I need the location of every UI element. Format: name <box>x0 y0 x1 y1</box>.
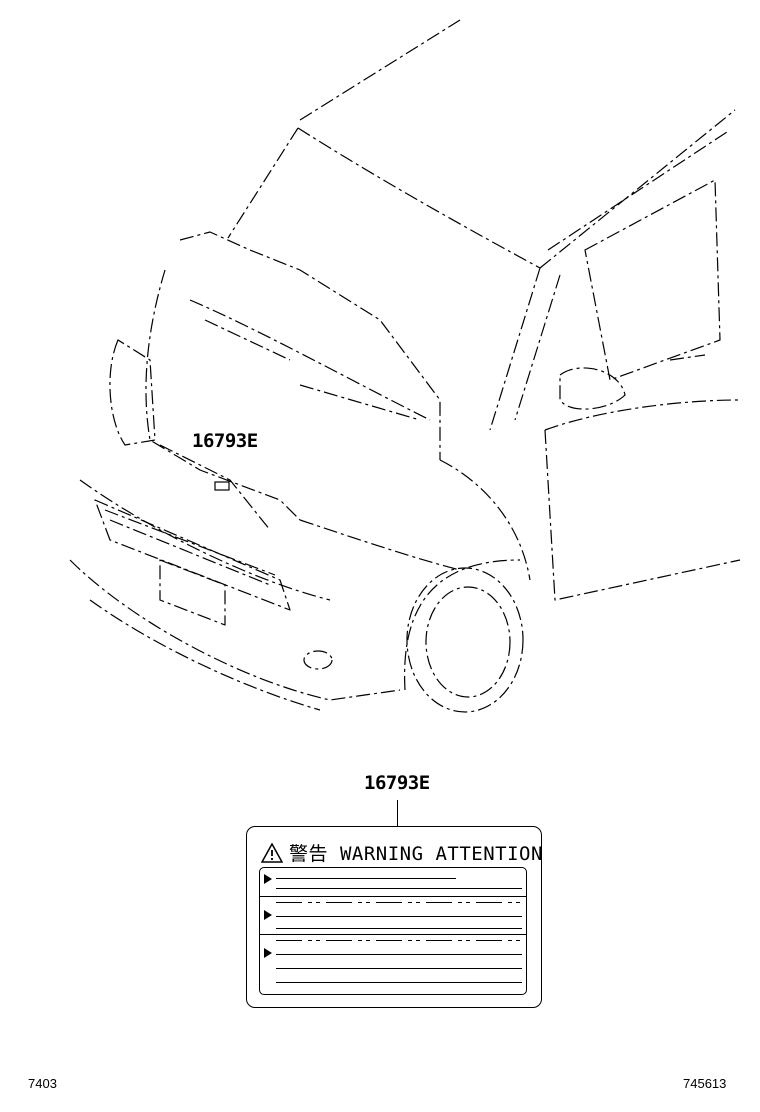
warning-label-illustration: 警告 WARNING ATTENTION <box>246 826 542 1008</box>
wiper-right <box>299 384 421 421</box>
label-heading-row: 警告 WARNING ATTENTION <box>261 839 543 866</box>
text-line <box>276 902 522 904</box>
warning-triangle-icon <box>261 842 283 863</box>
front-wheel <box>406 567 524 713</box>
hood-front-edge <box>145 269 301 521</box>
door-outline <box>544 429 741 601</box>
door-handle <box>669 354 706 361</box>
grille-mesh-2 <box>104 509 276 576</box>
wheel-arch <box>403 559 521 691</box>
text-line <box>276 888 522 890</box>
headlamp-left <box>109 339 156 446</box>
text-line <box>276 968 522 969</box>
windshield-left-pillar <box>227 127 299 239</box>
bumper-bottom <box>69 559 401 701</box>
text-line <box>276 954 522 956</box>
bullet-arrow-icon <box>264 948 272 958</box>
fender-line <box>299 519 461 571</box>
text-line <box>276 940 522 942</box>
bumper-lower <box>89 599 321 711</box>
door-front-edge <box>544 399 741 431</box>
text-line <box>276 878 456 880</box>
hood-outline <box>179 231 441 460</box>
label-heading-text: 警告 WARNING ATTENTION <box>289 843 543 865</box>
text-line <box>276 916 522 918</box>
wiper-left <box>204 319 291 361</box>
fog-lamp <box>303 650 333 670</box>
label-location-marker <box>214 481 230 491</box>
bullet-arrow-icon <box>264 874 272 884</box>
grille-outline <box>94 499 291 611</box>
hood-cowl <box>189 299 431 421</box>
a-pillar-inner <box>514 274 561 421</box>
part-callout-on-car: 16793E <box>192 430 258 452</box>
text-line <box>276 928 522 929</box>
bumper-top <box>79 479 331 601</box>
license-plate <box>159 559 226 626</box>
side-mirror <box>559 367 626 410</box>
label-body <box>259 867 527 995</box>
bullet-arrow-icon <box>264 910 272 920</box>
roof-right-inner <box>547 129 731 251</box>
grille-mesh-1 <box>109 519 271 586</box>
a-pillar <box>489 267 541 431</box>
section-divider <box>260 896 526 898</box>
vehicle-front-view-drawing <box>69 19 741 713</box>
leader-line <box>397 800 398 826</box>
roof-right <box>539 109 736 269</box>
door-window <box>584 179 721 381</box>
front-wheel-inner <box>425 586 511 698</box>
section-divider <box>260 934 526 936</box>
part-callout-label: 16793E <box>364 772 430 794</box>
footer-left-code: 7403 <box>28 1076 57 1091</box>
text-line <box>276 982 522 983</box>
front-fender <box>439 459 531 581</box>
footer-right-code: 745613 <box>683 1076 727 1091</box>
roof-outline <box>299 19 461 121</box>
windshield-top <box>297 127 541 269</box>
hood-latch-area <box>159 444 271 531</box>
